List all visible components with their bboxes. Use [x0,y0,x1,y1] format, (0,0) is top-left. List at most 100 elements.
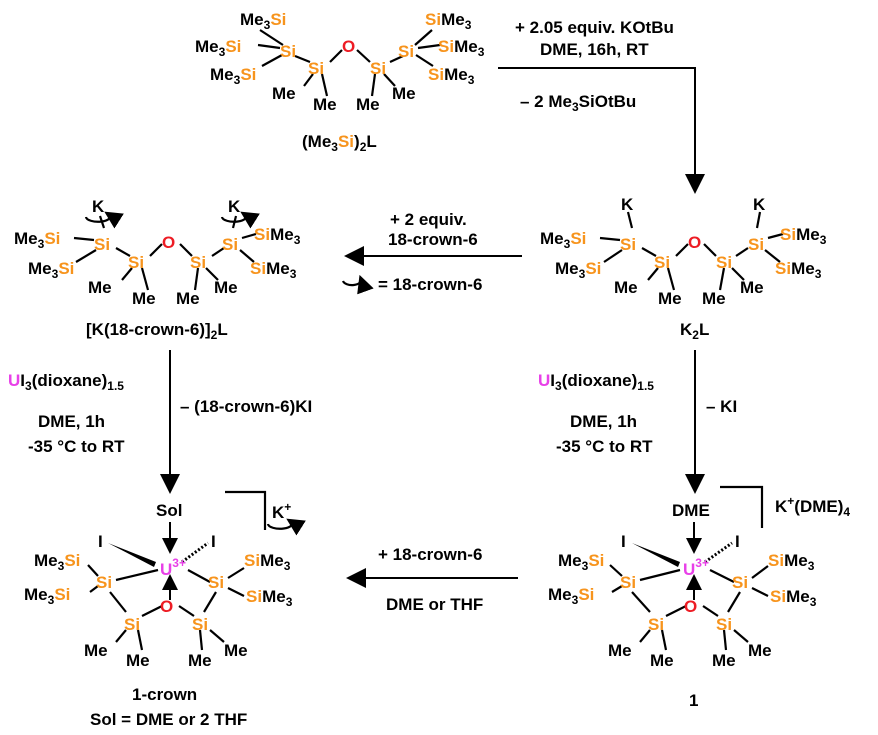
pc-si-4: Si [208,573,224,592]
sime3-low-right: SiMe3 [428,65,475,87]
sime3-top-right: SiMe3 [425,10,472,32]
step3-left-byproduct: – (18-crown-6)KI [180,397,312,416]
p1-dme: DME [672,501,710,520]
step3-right-conditions: DME, 1h [570,412,637,431]
crown-salt-si-1: Si [94,235,110,254]
step3-left-conditions: DME, 1h [38,412,105,431]
compound-start: Me3Si Me3Si Me3Si Si Si O Si Si SiMe3 Si… [195,10,485,114]
pc-crown-ring-icon [266,518,306,536]
crown-salt-oxygen: O [162,233,175,252]
pc-si-3: Si [192,615,208,634]
k2l-si-2: Si [654,253,670,272]
crown-salt-k-right: K [228,197,241,216]
pc-si-2: Si [124,615,140,634]
crown-salt-me-3: Me [176,289,200,308]
step1-reagent: + 2.05 equiv. KOtBu [515,18,674,37]
k2l-k-left: K [621,195,634,214]
si-left-ring: Si [308,59,324,78]
pc-me3si-2: Me3Si [24,585,70,607]
pc-si-1: Si [96,573,112,592]
crown-ring-right-icon [220,211,260,229]
p1-uranium: U3+ [683,556,709,579]
step4-conditions: DME or THF [386,595,483,614]
p1-me-4: Me [748,641,772,660]
me-3: Me [356,95,380,114]
p1-me3si-1: Me3Si [558,551,604,573]
compound-1: DME I I U3+ K+(DME)4 Me3Si Me3Si Si Si O… [548,485,850,670]
compound-crown-salt: K K Me3Si Me3Si Si Si O Si Si SiMe3 SiMe… [14,197,301,308]
p1-si-1: Si [620,573,636,592]
compound-k2l: K K Me3Si Me3Si Si Si O Si Si SiMe3 SiMe… [540,195,827,308]
step4-reagent: + 18-crown-6 [378,545,482,564]
pc-sime3-1: SiMe3 [244,551,291,573]
crown-salt-sime3-2: SiMe3 [250,259,297,281]
pc-iodide-left: I [98,532,103,551]
p1-me3si-2: Me3Si [548,585,594,607]
pc-me-1: Me [84,641,108,660]
me-4: Me [392,84,416,103]
step2-reagent-line2: 18-crown-6 [388,230,478,249]
arrow-step1 [498,67,705,194]
p1-iodide-right: I [735,532,740,551]
crown-salt-k-left: K [92,197,105,216]
pc-oxygen: O [160,597,173,616]
crown-salt-me-2: Me [132,289,156,308]
crown-legend-icon [341,274,374,295]
label-1-crown: 1-crown [132,685,197,704]
k2l-si-3: Si [716,253,732,272]
pc-me3si-1: Me3Si [34,551,80,573]
p1-iodide-left: I [621,532,626,551]
me3si-low-left: Me3Si [210,65,256,87]
step2-reagent-line1: + 2 equiv. [390,210,467,229]
pc-sol: Sol [156,501,182,520]
k2l-si-4: Si [748,235,764,254]
step1-conditions: DME, 16h, RT [540,40,649,59]
k2l-k-right: K [753,195,766,214]
k2l-si-1: Si [620,235,636,254]
si-left-quat: Si [280,42,296,61]
k2l-me-3: Me [702,289,726,308]
step2-legend: = 18-crown-6 [378,275,482,294]
p1-bracket [720,485,764,528]
p1-si-4: Si [732,573,748,592]
k2l-sime3-2: SiMe3 [775,259,822,281]
pc-me-3: Me [188,651,212,670]
label-start: (Me3Si)2L [302,132,377,154]
pc-uranium: U3+ [160,556,186,579]
si-right-ring: Si [370,59,386,78]
step3-left-temperature: -35 °C to RT [28,437,125,456]
p1-oxygen: O [684,597,697,616]
k2l-sime3-1: SiMe3 [780,225,827,247]
label-crown-salt: [K(18-crown-6)]2L [86,320,228,342]
crown-salt-si-4: Si [222,235,238,254]
label-k2l: K2L [680,320,709,342]
p1-si-2: Si [648,615,664,634]
me3si-top-left: Me3Si [240,10,286,32]
k2l-me3si-1: Me3Si [540,229,586,251]
crown-salt-sime3-1: SiMe3 [254,225,301,247]
me-1: Me [272,84,296,103]
p1-me-2: Me [650,651,674,670]
label-product-1: 1 [689,691,698,710]
p1-counterion: K+(DME)4 [775,494,850,519]
si-right-quat: Si [398,42,414,61]
me3si-mid-left: Me3Si [195,37,241,59]
p1-sime3-1: SiMe3 [768,551,815,573]
crown-salt-si-3: Si [190,253,206,272]
k2l-me3si-2: Me3Si [555,259,601,281]
label-sol-definition: Sol = DME or 2 THF [90,710,247,729]
pc-counterion: K+ [272,500,291,522]
pc-iodide-right: I [211,532,216,551]
k2l-me-4: Me [740,278,764,297]
pc-bracket [225,490,267,530]
pc-sime3-2: SiMe3 [246,587,293,609]
k2l-me-2: Me [658,289,682,308]
compound-1-crown: Sol I I U3+ K+ Me3Si Me3Si Si Si O Si Si… [24,490,306,670]
step3-right-temperature: -35 °C to RT [556,437,653,456]
crown-salt-me-4: Me [214,278,238,297]
step1-byproduct: – 2 Me3SiOtBu [520,92,636,114]
p1-me-3: Me [712,651,736,670]
oxygen-start: O [342,37,355,56]
sime3-mid-right: SiMe3 [438,37,485,59]
crown-salt-me-1: Me [88,278,112,297]
